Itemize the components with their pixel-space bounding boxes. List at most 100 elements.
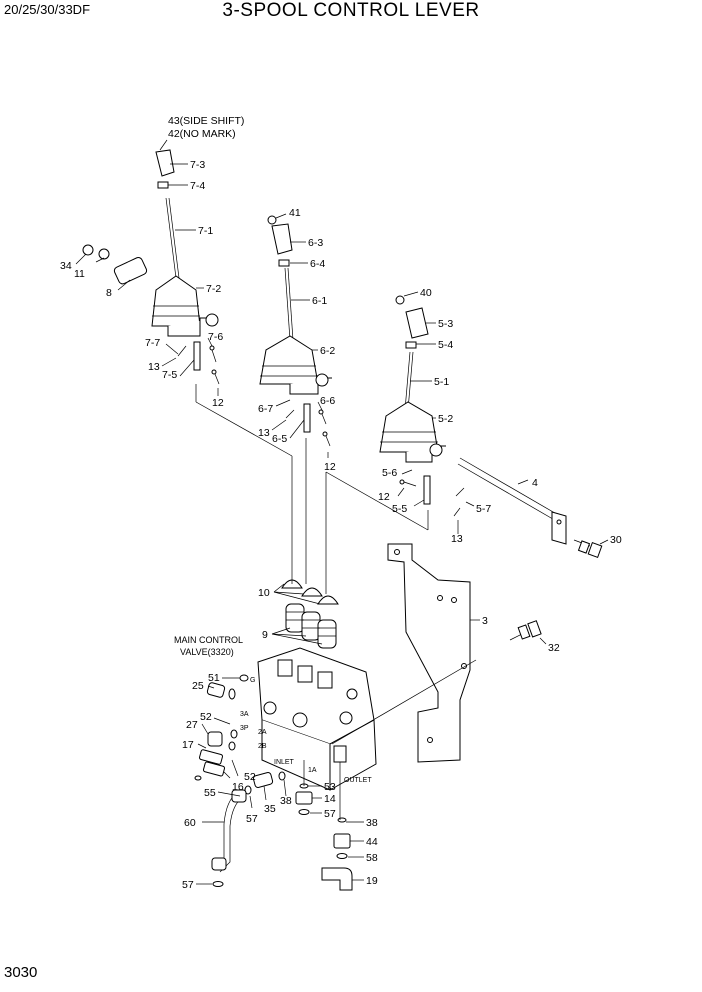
callout: 5-5: [392, 503, 407, 515]
callout: 14: [324, 793, 336, 805]
callout: 30: [610, 534, 622, 546]
callout: 52: [200, 711, 212, 723]
side-shift-note: 43(SIDE SHIFT): [168, 115, 244, 127]
valve-label-line2: VALVE(3320): [180, 647, 234, 657]
callout: 6-5: [272, 433, 287, 445]
link-icon: [303, 403, 311, 433]
callout: 9: [262, 629, 268, 641]
sleeve-icon: [113, 256, 148, 285]
callout: 6-4: [310, 258, 325, 270]
port-label: 3P: [240, 725, 249, 732]
callout: 13: [258, 427, 270, 439]
link-icon: [423, 475, 431, 505]
boot-icon: [151, 275, 201, 327]
callout: 12: [324, 461, 336, 473]
callout: 5-2: [438, 413, 453, 425]
callout: 25: [192, 680, 204, 692]
port-label: 3A: [240, 711, 249, 718]
lever-knob-icon: [155, 149, 175, 177]
valve-label-line1: MAIN CONTROL: [174, 635, 243, 645]
callout: 13: [148, 361, 160, 373]
callout: 38: [280, 795, 292, 807]
port-label: G: [250, 677, 255, 684]
nut-icon: [405, 341, 417, 349]
lever-assembly-5: [379, 295, 603, 558]
callout: 17: [182, 739, 194, 751]
callout: 11: [74, 268, 85, 280]
nut-icon: [278, 259, 290, 267]
guide-lines: [75, 139, 609, 885]
page-title: 3-SPOOL CONTROL LEVER: [222, 0, 480, 21]
model-label: 20/25/30/33DF: [4, 2, 91, 17]
callout: 12: [212, 397, 224, 409]
callout: 13: [451, 533, 463, 545]
link-icon: [193, 341, 201, 371]
callout: 60: [184, 817, 196, 829]
port-label: 2A: [258, 729, 267, 736]
lever-assembly-6: [259, 215, 332, 447]
page-number: 3030: [4, 964, 38, 981]
washer-icon: [98, 248, 110, 260]
callout: 58: [366, 852, 378, 864]
callout: 57: [182, 879, 194, 891]
callout: 34: [60, 260, 72, 272]
lever-knob-icon: [405, 307, 429, 339]
outlet-label: OUTLET: [344, 777, 372, 784]
callout: 53: [324, 781, 336, 793]
callout: 41: [289, 207, 301, 219]
callout: 32: [548, 642, 560, 654]
callout: 57: [246, 813, 258, 825]
inlet-label: INLET: [274, 759, 295, 766]
fittings-group: [194, 674, 353, 891]
nut-icon: [395, 295, 405, 305]
no-mark-note: 42(NO MARK): [168, 128, 236, 140]
callout: 5-3: [438, 318, 453, 330]
callout: 44: [366, 836, 378, 848]
callout: 6-1: [312, 295, 327, 307]
callout: 27: [186, 719, 198, 731]
nut-icon: [157, 181, 169, 189]
callout: 57: [324, 808, 336, 820]
port-label: 2B: [258, 743, 267, 750]
callout: 7-5: [162, 369, 177, 381]
boot-icon: [259, 335, 319, 385]
callout: 12: [378, 491, 390, 503]
callout: 6-7: [258, 403, 273, 415]
callout: 3: [482, 615, 488, 627]
callout: 51: [208, 672, 220, 684]
callout: 16: [232, 781, 244, 793]
callout: 5-6: [382, 467, 397, 479]
callout: 35: [264, 803, 276, 815]
callout: 7-2: [206, 283, 221, 295]
callout: 38: [366, 817, 378, 829]
nut-icon: [82, 244, 94, 256]
lever-assembly-7: [82, 149, 220, 385]
callout: 6-2: [320, 345, 335, 357]
callout: 7-3: [190, 159, 205, 171]
lever-knob-icon: [271, 223, 293, 255]
callout: 5-1: [434, 376, 449, 388]
callout: 8: [106, 287, 112, 299]
callout: 5-4: [438, 339, 453, 351]
main-control-valve: [257, 647, 377, 791]
bolt-icon: [509, 620, 542, 641]
callout: 6-3: [308, 237, 323, 249]
callout: 6-6: [320, 395, 335, 407]
boot-icon: [379, 401, 439, 453]
callout: 7-4: [190, 180, 205, 192]
spool-cap-group: [281, 579, 339, 649]
port-label: 1A: [308, 767, 317, 774]
bolt-icon: [573, 539, 603, 558]
callout: 55: [204, 787, 216, 799]
callout: 7-6: [208, 331, 223, 343]
callout: 7-7: [145, 337, 160, 349]
nut-icon: [267, 215, 277, 225]
callout: 7-1: [198, 225, 213, 237]
callout: 4: [532, 477, 538, 489]
callout: 5-7: [476, 503, 491, 515]
callout: 52: [244, 771, 256, 783]
callout: 19: [366, 875, 378, 887]
callout: 40: [420, 287, 432, 299]
bracket-icon: [387, 543, 471, 763]
